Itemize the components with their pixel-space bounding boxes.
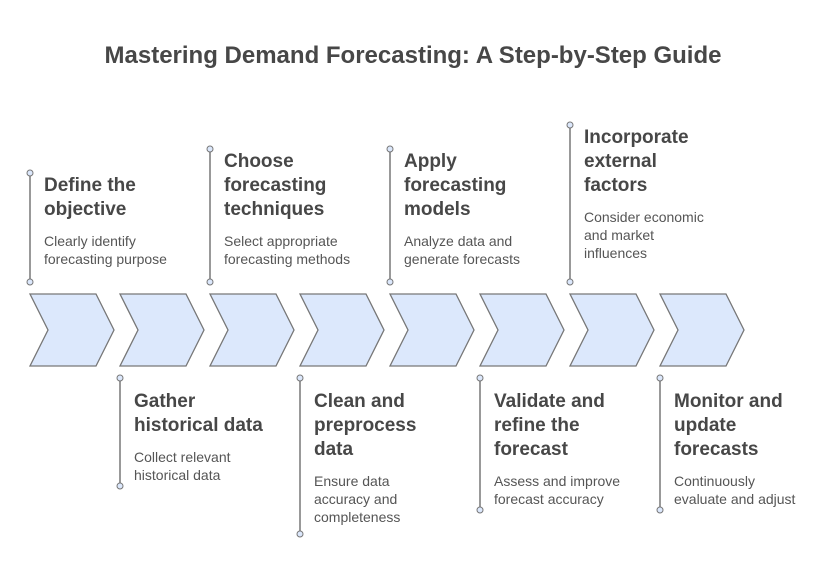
step-description: Assess and improve forecast accuracy bbox=[494, 472, 644, 508]
chevron-step-7 bbox=[568, 293, 655, 367]
chevron-step-8 bbox=[658, 293, 745, 367]
connector-dot-bottom bbox=[656, 506, 664, 514]
step-description-line: completeness bbox=[314, 509, 401, 525]
step-description-line: Assess and improve bbox=[494, 473, 621, 489]
step-heading-line: techniques bbox=[224, 199, 325, 220]
step-description: Analyze data and generate forecasts bbox=[404, 232, 554, 268]
step-description-line: Consider economic bbox=[584, 209, 704, 225]
connector-dot-top bbox=[656, 374, 664, 382]
step-description-line: Clearly identify bbox=[44, 233, 136, 249]
step-heading-line: forecast bbox=[494, 439, 568, 460]
chevron-step-5 bbox=[388, 293, 475, 367]
step-heading-line: forecasts bbox=[674, 439, 759, 460]
connector-dot-top bbox=[386, 145, 394, 153]
step-heading-line: data bbox=[314, 439, 354, 460]
step-heading-line: refine the bbox=[494, 415, 580, 436]
chevron-step-4 bbox=[298, 293, 385, 367]
step-heading-line: forecasting bbox=[404, 175, 507, 196]
step-heading-line: Apply bbox=[404, 151, 457, 172]
step-heading-line: preprocess bbox=[314, 415, 417, 436]
step-description-line: Collect relevant bbox=[134, 449, 231, 465]
chevron-step-1 bbox=[28, 293, 115, 367]
connector-dot-bottom bbox=[386, 278, 394, 286]
step-description: Continuously evaluate and adjust bbox=[674, 472, 824, 508]
connector-dot-top bbox=[296, 374, 304, 382]
chevron-step-3 bbox=[208, 293, 295, 367]
connector-dot-bottom bbox=[26, 278, 34, 286]
step-heading-line: Gather bbox=[134, 391, 196, 412]
step-heading: Monitor and update forecasts bbox=[674, 390, 824, 462]
step-heading-line: Define the bbox=[44, 175, 136, 196]
step-heading-line: Monitor and bbox=[674, 391, 783, 412]
connector-dot-top bbox=[476, 374, 484, 382]
step-description-line: accuracy and bbox=[314, 491, 398, 507]
step-heading-line: historical data bbox=[134, 415, 263, 436]
step-description-line: Analyze data and bbox=[404, 233, 513, 249]
connector-dot-top bbox=[206, 145, 214, 153]
step-heading-line: Clean and bbox=[314, 391, 405, 412]
step-description: Collect relevant historical data bbox=[134, 448, 284, 484]
step-heading: Apply forecasting models bbox=[404, 150, 554, 222]
step-description-line: Ensure data bbox=[314, 473, 390, 489]
step-heading-line: models bbox=[404, 199, 471, 220]
step-description-line: forecasting methods bbox=[224, 251, 351, 267]
step-heading-line: objective bbox=[44, 199, 127, 220]
connector-dot-bottom bbox=[206, 278, 214, 286]
step-description-line: forecast accuracy bbox=[494, 491, 604, 507]
step-heading-line: update bbox=[674, 415, 737, 436]
step-heading-line: external bbox=[584, 151, 657, 172]
step-description-line: historical data bbox=[134, 467, 221, 483]
step-heading: Gather historical data bbox=[134, 390, 284, 438]
step-heading-line: Validate and bbox=[494, 391, 605, 412]
step-description: Clearly identify forecasting purpose bbox=[44, 232, 194, 268]
connector-dot-top bbox=[26, 169, 34, 177]
step-description-line: Continuously bbox=[674, 473, 755, 489]
step-description-line: influences bbox=[584, 245, 648, 261]
step-description-line: evaluate and adjust bbox=[674, 491, 796, 507]
step-heading-line: factors bbox=[584, 175, 648, 196]
step-description: Select appropriate forecasting methods bbox=[224, 232, 374, 268]
connector-dot-top bbox=[566, 121, 574, 129]
step-description-line: forecasting purpose bbox=[44, 251, 167, 267]
step-heading: Choose forecasting techniques bbox=[224, 150, 374, 222]
step-heading: Define the objective bbox=[44, 174, 194, 222]
step-description-line: Select appropriate bbox=[224, 233, 338, 249]
step-description: Consider economic and market influences bbox=[584, 208, 734, 262]
step-heading: Clean and preprocess data bbox=[314, 390, 464, 462]
connector-dot-bottom bbox=[476, 506, 484, 514]
diagram-title: Mastering Demand Forecasting: A Step-by-… bbox=[104, 42, 722, 69]
step-heading-line: Incorporate bbox=[584, 127, 689, 148]
step-heading: Incorporate external factors bbox=[584, 126, 734, 198]
connector-dot-bottom bbox=[296, 530, 304, 538]
step-description-line: and market bbox=[584, 227, 655, 243]
step-heading: Validate and refine the forecast bbox=[494, 390, 644, 462]
step-heading-line: Choose bbox=[224, 151, 294, 172]
step-description: Ensure data accuracy and completeness bbox=[314, 472, 464, 526]
connector-dot-bottom bbox=[116, 482, 124, 490]
connector-dot-top bbox=[116, 374, 124, 382]
chevron-step-2 bbox=[118, 293, 205, 367]
step-description-line: generate forecasts bbox=[404, 251, 520, 267]
connector-dot-bottom bbox=[566, 278, 574, 286]
step-heading-line: forecasting bbox=[224, 175, 327, 196]
chevron-step-6 bbox=[478, 293, 565, 367]
